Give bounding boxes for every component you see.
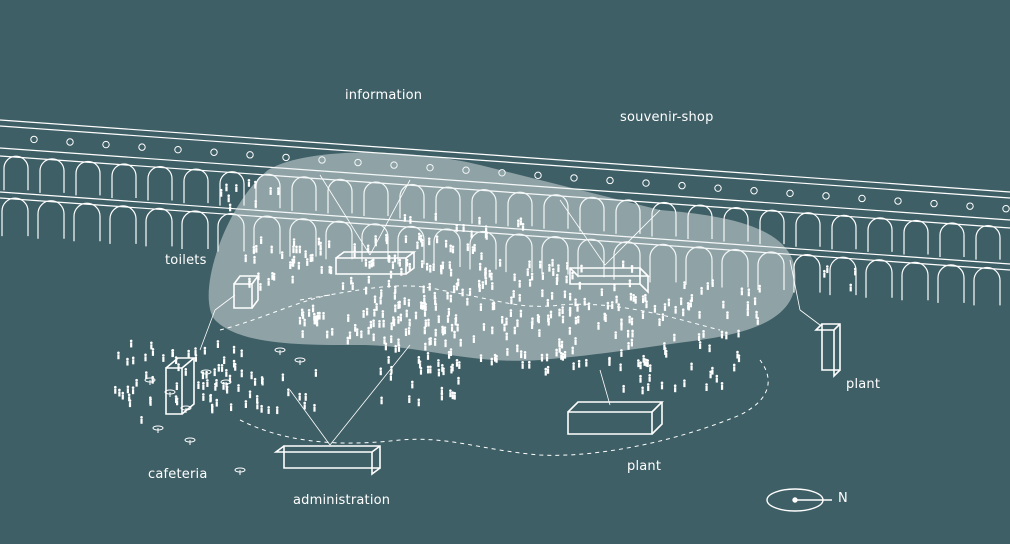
label-administration: administration: [293, 493, 391, 508]
building-plant-bottom: [567, 401, 664, 435]
label-information: information: [345, 88, 423, 103]
building-souvenir-shop: [569, 267, 650, 294]
building-information: [335, 251, 417, 275]
building-plant-right: [814, 323, 841, 378]
label-toilets: toilets: [165, 253, 207, 268]
aqueduct: [0, 119, 1010, 306]
path-left: [219, 294, 331, 331]
compass-north-label: N: [838, 491, 848, 506]
label-souvenir-shop: souvenir-shop: [620, 110, 714, 125]
visitor-area-blob: [208, 152, 796, 361]
building-cafeteria: [165, 357, 197, 415]
leader-lines: [199, 174, 821, 446]
compass-center: [792, 497, 798, 503]
path-lower: [239, 359, 769, 456]
compass: [766, 488, 832, 512]
label-cafeteria: cafeteria: [148, 467, 208, 482]
buildings: [165, 251, 841, 476]
label-plant-bottom: plant: [627, 459, 662, 474]
label-plant-right: plant: [846, 377, 881, 392]
crowd-figures: [113, 178, 857, 475]
walking-paths: [219, 285, 769, 456]
building-toilets: [233, 275, 260, 309]
path-upper: [299, 285, 721, 331]
building-administration: [273, 445, 381, 476]
